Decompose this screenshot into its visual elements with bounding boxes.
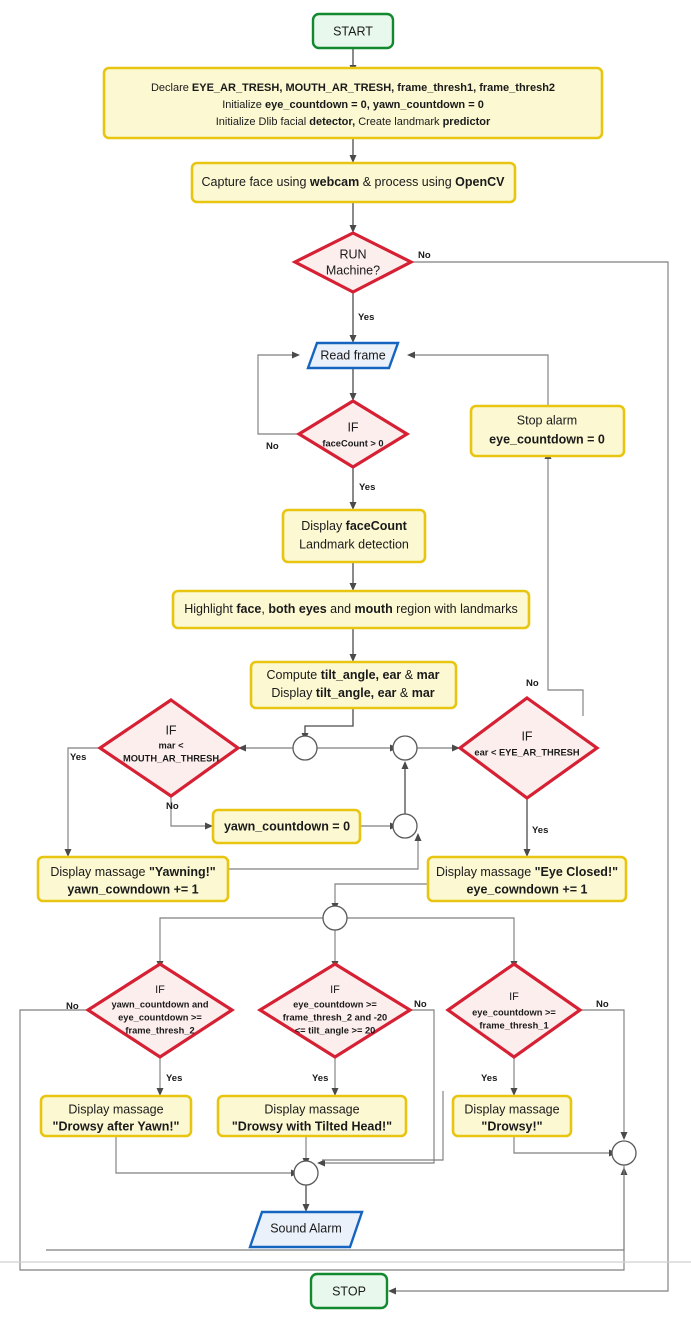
edge-label-run-no: No — [418, 250, 431, 261]
node-msg-drowsy-tilted-head-line1: Display massage — [264, 1102, 359, 1116]
node-if-yawn-drowsy-line3: eye_countdown >= — [118, 1012, 202, 1022]
node-if-tilt-drowsy-line2: eye_countdown >= — [293, 999, 377, 1009]
node-start-label: START — [333, 24, 373, 38]
node-if-mar-decision[interactable]: IF mar < MOUTH_AR_THRESH — [97, 698, 241, 798]
edge-label-ear-yes: Yes — [532, 825, 548, 836]
node-msg-yawning-line2: yawn_cowndown += 1 — [67, 882, 198, 896]
edge-label-face-no: No — [266, 441, 279, 452]
node-if-mar-line1: IF — [165, 723, 176, 737]
node-compute-metrics-line1: Compute tilt_angle, ear & mar — [266, 668, 439, 682]
connector-c2 — [392, 735, 418, 761]
connector-c3 — [392, 813, 418, 839]
node-stop[interactable]: STOP — [309, 1272, 389, 1310]
node-stop-label: STOP — [332, 1284, 366, 1298]
edge-label-run-yes: Yes — [358, 312, 374, 323]
node-msg-yawning[interactable]: Display massage "Yawning!" yawn_cowndown… — [36, 855, 230, 903]
node-stop-alarm-line1: Stop alarm — [517, 413, 577, 427]
node-if-yawn-drowsy-decision[interactable]: IF yawn_countdown and eye_countdown >= f… — [85, 962, 235, 1059]
node-display-facecount-line1: Display faceCount — [301, 519, 407, 533]
edge-label-tilt-drowsy-no: No — [414, 999, 427, 1010]
node-if-facecount-decision[interactable]: IF faceCount > 0 — [295, 399, 411, 469]
node-declare-line3: Initialize Dlib facial detector, Create … — [216, 116, 491, 128]
connector-c6 — [293, 1160, 319, 1186]
edge-label-eye-drowsy-no: No — [596, 999, 609, 1010]
edge-label-yawn-drowsy-no: No — [66, 1001, 79, 1012]
node-display-facecount-line2: Landmark detection — [299, 537, 409, 551]
node-highlight-landmarks[interactable]: Highlight face, both eyes and mouth regi… — [171, 589, 531, 630]
node-declare[interactable]: Declare EYE_AR_TRESH, MOUTH_AR_TRESH, fr… — [102, 66, 604, 140]
node-msg-eye-closed-line1: Display massage "Eye Closed!" — [436, 865, 618, 879]
node-if-eye-drowsy-decision[interactable]: IF eye_countdown >= frame_thresh_1 — [445, 962, 583, 1059]
node-if-facecount-line1: IF — [347, 420, 358, 434]
connector-c1 — [292, 735, 318, 761]
node-compute-metrics[interactable]: Compute tilt_angle, ear & mar Display ti… — [249, 660, 458, 710]
node-if-yawn-drowsy-line2: yawn_countdown and — [111, 999, 208, 1009]
node-msg-eye-closed[interactable]: Display massage "Eye Closed!" eye_cowndo… — [426, 855, 628, 903]
edge-label-face-yes: Yes — [359, 482, 375, 493]
node-if-ear-line2: ear < EYE_AR_THRESH — [474, 747, 579, 757]
node-if-eye-drowsy-line1: IF — [509, 991, 519, 1003]
node-msg-drowsy-after-yawn[interactable]: Display massage "Drowsy after Yawn!" — [39, 1094, 193, 1138]
connector-c5 — [611, 1140, 637, 1166]
node-msg-drowsy-after-yawn-line2: "Drowsy after Yawn!" — [53, 1119, 180, 1133]
edge-label-tilt-drowsy-yes: Yes — [312, 1073, 328, 1084]
node-msg-drowsy-line1: Display massage — [464, 1102, 559, 1116]
node-msg-drowsy-tilted-head[interactable]: Display massage "Drowsy with Tilted Head… — [216, 1094, 408, 1138]
edge-label-layer: No Yes No Yes Yes No No Yes No Yes No Ye… — [66, 250, 609, 1084]
node-msg-drowsy-after-yawn-line1: Display massage — [68, 1102, 163, 1116]
node-if-eye-drowsy-line2: eye_countdown >= — [472, 1007, 556, 1017]
node-yawn-reset-label: yawn_countdown = 0 — [224, 819, 350, 833]
node-capture-face[interactable]: Capture face using webcam & process usin… — [190, 161, 517, 204]
node-if-tilt-drowsy-line3: frame_thresh_2 and -20 — [283, 1012, 387, 1022]
node-declare-line1: Declare EYE_AR_TRESH, MOUTH_AR_TRESH, fr… — [151, 82, 555, 94]
edge-label-mar-yes: Yes — [70, 752, 86, 763]
node-stop-alarm[interactable]: Stop alarm eye_countdown = 0 — [469, 404, 626, 458]
node-if-yawn-drowsy-line1: IF — [155, 984, 165, 996]
node-msg-eye-closed-line2: eye_cowndown += 1 — [467, 882, 588, 896]
node-run-machine-decision[interactable]: RUN Machine? — [291, 231, 415, 294]
node-stop-alarm-line2: eye_countdown = 0 — [489, 432, 605, 446]
node-declare-line2: Initialize eye_countdown = 0, yawn_count… — [222, 99, 484, 111]
node-read-frame-label: Read frame — [320, 348, 385, 362]
node-msg-drowsy-line2: "Drowsy!" — [481, 1119, 542, 1133]
node-msg-drowsy[interactable]: Display massage "Drowsy!" — [451, 1094, 573, 1138]
edge-label-mar-no: No — [166, 801, 179, 812]
node-start[interactable]: START — [311, 12, 395, 50]
node-yawn-reset[interactable]: yawn_countdown = 0 — [211, 808, 362, 845]
node-run-machine-line2: Machine? — [326, 263, 380, 277]
node-if-eye-drowsy-line3: frame_thresh_1 — [479, 1020, 548, 1030]
node-msg-drowsy-tilted-head-line2: "Drowsy with Tilted Head!" — [232, 1119, 392, 1133]
node-capture-face-label: Capture face using webcam & process usin… — [202, 175, 506, 189]
node-if-tilt-drowsy-decision[interactable]: IF eye_countdown >= frame_thresh_2 and -… — [256, 962, 414, 1059]
node-if-mar-line2: mar < — [158, 740, 184, 750]
edge-label-yawn-drowsy-yes: Yes — [166, 1073, 182, 1084]
node-if-tilt-drowsy-line4: <= tilt_angle >= 20 — [295, 1025, 376, 1035]
node-sound-alarm-label: Sound Alarm — [270, 1221, 342, 1235]
node-display-facecount[interactable]: Display faceCount Landmark detection — [281, 508, 427, 564]
node-run-machine-line1: RUN — [339, 247, 366, 261]
connector-c4 — [322, 905, 348, 931]
node-read-frame[interactable]: Read frame — [306, 341, 400, 370]
node-if-yawn-drowsy-line4: frame_thresh_2 — [125, 1025, 194, 1035]
node-if-ear-decision[interactable]: IF ear < EYE_AR_THRESH — [457, 696, 600, 800]
edge-label-ear-no: No — [526, 678, 539, 689]
node-compute-metrics-line2: Display tilt_angle, ear & mar — [271, 686, 434, 700]
edge-label-eye-drowsy-yes: Yes — [481, 1073, 497, 1084]
node-if-tilt-drowsy-line1: IF — [330, 984, 340, 996]
node-if-mar-line3: MOUTH_AR_THRESH — [123, 753, 219, 763]
node-if-facecount-line2: faceCount > 0 — [322, 438, 383, 448]
edge-layer — [0, 48, 691, 1295]
node-msg-yawning-line1: Display massage "Yawning!" — [50, 865, 215, 879]
node-if-ear-line1: IF — [521, 729, 532, 743]
node-highlight-landmarks-label: Highlight face, both eyes and mouth regi… — [184, 602, 518, 616]
node-sound-alarm[interactable]: Sound Alarm — [248, 1210, 364, 1249]
